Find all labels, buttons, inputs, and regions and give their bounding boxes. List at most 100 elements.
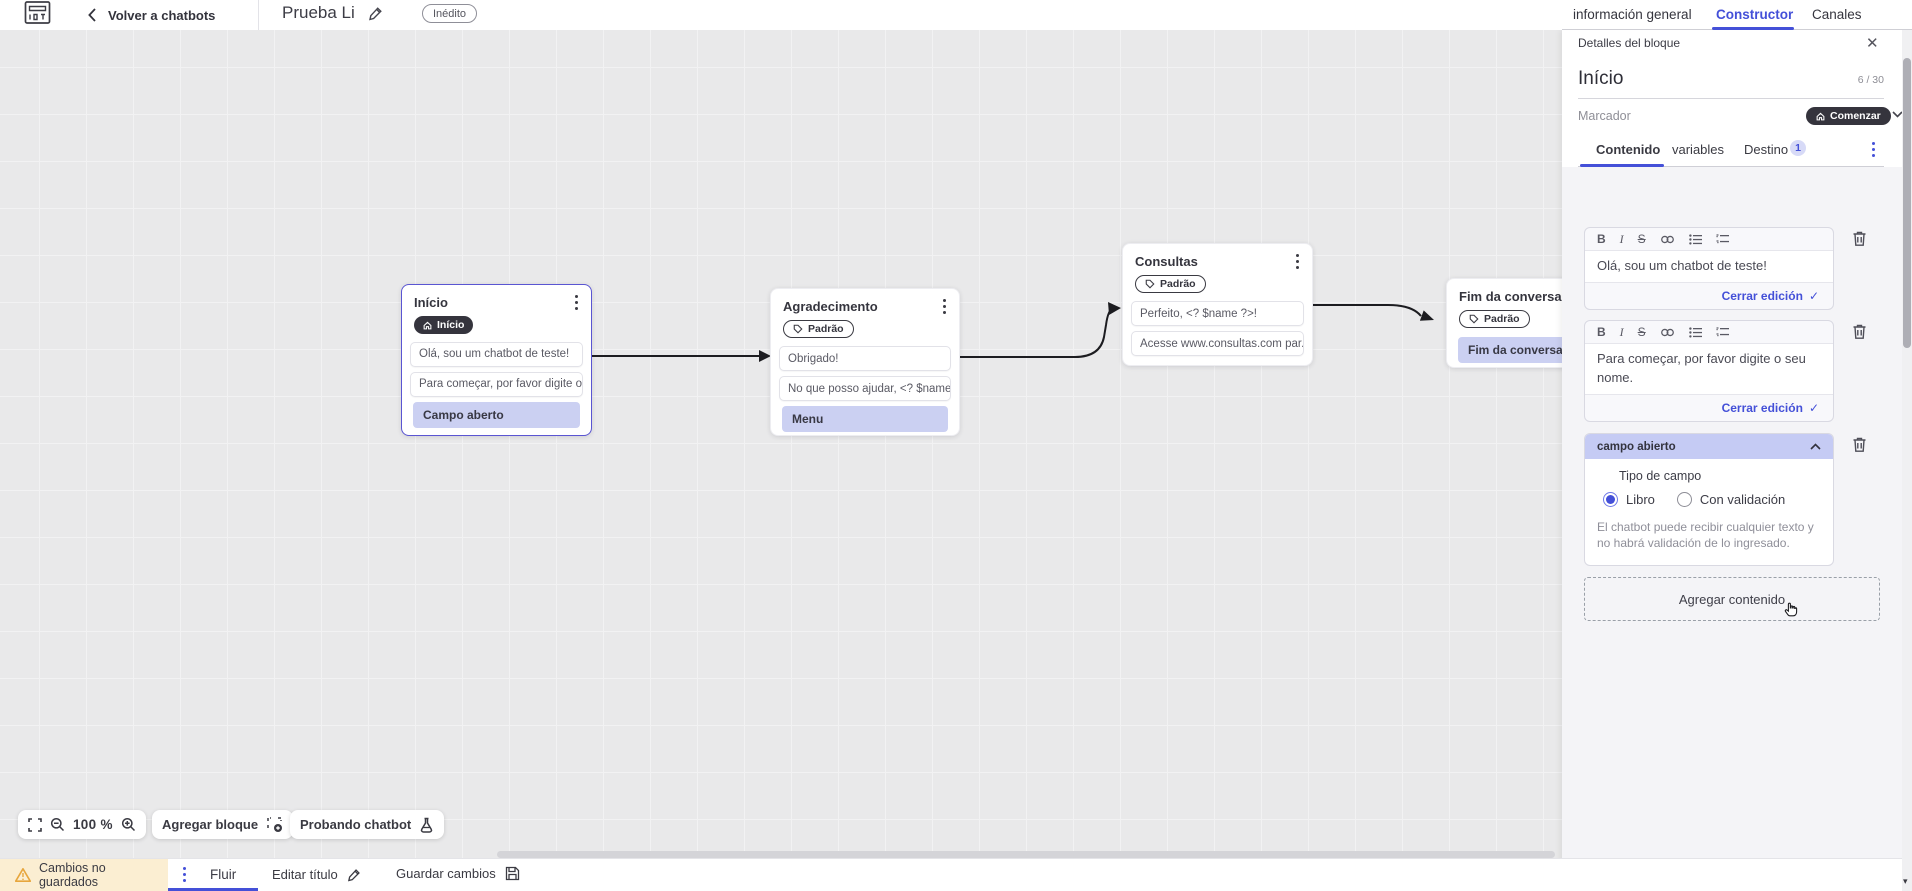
panel-active-tab-indicator (1580, 164, 1664, 167)
scrollbar-corner-icon: ▾ (1903, 876, 1908, 886)
test-chatbot-button[interactable]: Probando chatbot (290, 810, 445, 839)
edit-title-button[interactable]: Editar título (272, 867, 361, 882)
content-editor-1: B I S Olá, sou um chatbot de teste! Cerr… (1584, 227, 1834, 310)
open-field-header[interactable]: campo abierto (1585, 434, 1833, 459)
tab-canales[interactable]: Canales (1812, 7, 1862, 22)
richtext-toolbar: B I S (1585, 228, 1833, 251)
canvas-horizontal-scrollbar[interactable] (497, 851, 1555, 858)
tab-constructor[interactable]: Constructor (1716, 7, 1794, 22)
numbered-list-icon[interactable] (1716, 326, 1729, 338)
status-badge: Inédito (422, 4, 478, 23)
char-counter: 6 / 30 (1857, 74, 1884, 86)
radio-libro[interactable] (1603, 492, 1618, 507)
top-bar: Volver a chatbots Prueba Li Inédito info… (0, 0, 1912, 30)
delete-content-icon[interactable] (1852, 230, 1867, 247)
bold-icon[interactable]: B (1597, 325, 1606, 339)
message-text-input[interactable]: Para começar, por favor digite o seu nom… (1585, 344, 1833, 395)
block-content-item[interactable]: Perfeito, <? $name ?>! (1131, 301, 1304, 326)
block-content-item[interactable]: Acesse www.consultas.com par... (1131, 331, 1304, 356)
zoom-out-icon[interactable] (50, 817, 65, 832)
zoom-in-icon[interactable] (121, 817, 136, 832)
message-text-input[interactable]: Olá, sou um chatbot de teste! (1585, 251, 1833, 283)
fullscreen-icon[interactable] (28, 817, 42, 832)
panel-title: Detalles del bloque (1578, 36, 1681, 50)
check-icon: ✓ (1808, 288, 1819, 303)
unsaved-changes-banner: Cambios no guardados (0, 859, 168, 891)
italic-icon[interactable]: I (1619, 324, 1624, 339)
flask-icon (419, 817, 434, 833)
add-block-label: Agregar bloque (162, 817, 259, 832)
link-icon[interactable] (1660, 328, 1675, 337)
panel-tabs-menu-icon[interactable] (1872, 142, 1876, 157)
warning-icon (15, 868, 31, 882)
open-field-body: Tipo de campo Libro Con validación El ch… (1585, 459, 1833, 565)
bold-icon[interactable]: B (1597, 232, 1606, 246)
topbar-divider (258, 0, 259, 30)
block-menu-icon[interactable] (943, 299, 947, 314)
add-content-button[interactable]: Agregar contenido (1584, 577, 1880, 621)
close-icon[interactable]: ✕ (1866, 35, 1879, 52)
block-content-item[interactable]: Olá, sou um chatbot de teste! (410, 341, 583, 367)
add-block-button[interactable]: Agregar bloque (152, 810, 294, 839)
block-open-field-item[interactable]: Campo aberto (413, 401, 580, 428)
tag-icon (1469, 314, 1479, 324)
strikethrough-icon[interactable]: S (1637, 325, 1646, 339)
italic-icon[interactable]: I (1619, 231, 1624, 246)
block-content-item[interactable]: Obrigado! (779, 346, 951, 371)
block-title: Consultas (1135, 254, 1198, 269)
pencil-icon (347, 868, 360, 881)
tab-fluir[interactable]: Fluir (210, 867, 237, 882)
chatbot-title: Prueba Li (282, 3, 355, 22)
marker-value-badge[interactable]: Comenzar (1806, 107, 1891, 125)
bullet-list-icon[interactable] (1688, 326, 1702, 338)
block-details-panel: Detalles del bloque ✕ Início 6 / 30 Marc… (1562, 30, 1912, 891)
block-menu-item[interactable]: Menu (782, 406, 948, 432)
marker-row: Marcador Comenzar (1578, 107, 1903, 125)
panel-tab-variables[interactable]: variables (1672, 142, 1725, 157)
chevron-down-icon[interactable] (1892, 111, 1903, 118)
bottom-status-bar: Cambios no guardados Fluir Editar título… (0, 858, 1912, 891)
block-menu-icon[interactable] (575, 295, 579, 310)
block-name-input[interactable]: Início (1578, 68, 1884, 99)
active-tab-indicator (1712, 27, 1794, 30)
bullet-list-icon[interactable] (1688, 233, 1702, 245)
flow-menu-icon[interactable] (183, 867, 187, 882)
block-tag-badge: Padrão (1459, 310, 1530, 328)
block-content-item[interactable]: No que posso ajudar, <? $name ... (779, 376, 951, 401)
block-content-item[interactable]: Para começar, por favor digite o ... (410, 371, 583, 397)
edit-title-pencil-icon[interactable] (368, 6, 383, 21)
save-changes-button[interactable]: Guardar cambios (396, 866, 520, 881)
content-editor-2: B I S Para começar, por favor digite o s… (1584, 320, 1834, 422)
radio-con-validacion[interactable] (1676, 492, 1692, 507)
panel-tab-contenido[interactable]: Contenido (1596, 142, 1661, 157)
flow-block-inicio[interactable]: Início Início Olá, sou um chatbot de tes… (401, 284, 592, 436)
flow-block-agradecimento[interactable]: Agradecimento Padrão Obrigado! No que po… (770, 288, 960, 436)
back-to-chatbots-button[interactable]: Volver a chatbots (88, 0, 215, 30)
strikethrough-icon[interactable]: S (1637, 232, 1646, 246)
delete-content-icon[interactable] (1852, 436, 1867, 453)
destino-count-badge: 1 (1790, 140, 1806, 156)
field-help-text: El chatbot puede recibir cualquier texto… (1597, 520, 1814, 551)
link-icon[interactable] (1660, 235, 1675, 244)
numbered-list-icon[interactable] (1716, 233, 1729, 245)
close-edit-link[interactable]: Cerrar edición (1721, 288, 1803, 303)
panel-tab-destino[interactable]: Destino (1744, 142, 1789, 157)
open-field-title: campo abierto (1597, 440, 1676, 453)
tag-icon (1145, 279, 1155, 289)
panel-scrollbar[interactable]: ▾ (1902, 30, 1912, 891)
block-menu-icon[interactable] (1296, 254, 1300, 269)
flow-block-consultas[interactable]: Consultas Padrão Perfeito, <? $name ?>! … (1122, 243, 1313, 366)
block-tag-badge: Padrão (1135, 275, 1206, 293)
mouse-cursor (1783, 600, 1802, 622)
test-chatbot-label: Probando chatbot (300, 817, 412, 832)
zoom-level: 100 % (73, 817, 113, 832)
panel-scrollbar-thumb[interactable] (1903, 58, 1911, 348)
field-type-label: Tipo de campo (1619, 469, 1702, 483)
open-field-card: campo abierto Tipo de campo Libro Con va… (1584, 433, 1834, 567)
chevron-up-icon[interactable] (1810, 443, 1821, 450)
radio-libro-label: Libro (1626, 492, 1655, 507)
delete-content-icon[interactable] (1852, 323, 1867, 340)
tab-informacion-general[interactable]: información general (1573, 7, 1692, 22)
app-logo-icon[interactable] (24, 1, 51, 24)
close-edit-link[interactable]: Cerrar edición (1721, 400, 1803, 415)
